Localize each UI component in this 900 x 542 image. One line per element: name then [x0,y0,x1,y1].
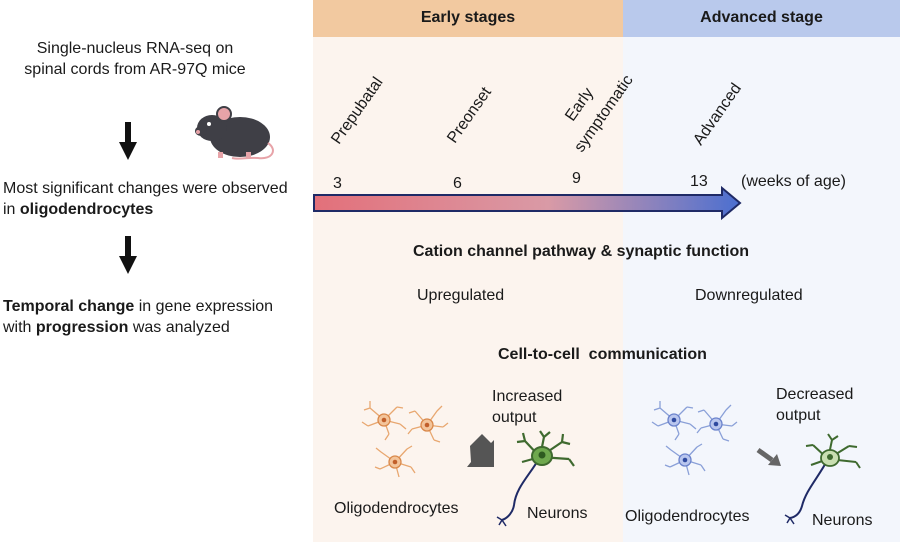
increased-label-line1: Increased [492,388,563,405]
oligodendrocyte-cluster-advanced [651,401,738,476]
decreased-output-arrow [756,447,781,466]
increased-output-arrow [467,434,494,467]
oligodendrocytes-label-early: Oligodendrocytes [334,500,459,517]
neuron-advanced [784,433,861,525]
decreased-label-line1: Decreased [776,386,854,403]
advanced-stage-header: Advanced stage [700,9,823,26]
neurons-label-advanced: Neurons [812,512,873,529]
neuron-early [496,430,575,527]
early-header-bar [313,0,623,37]
upregulated-label: Upregulated [417,287,505,304]
oligodendrocytes-label-advanced: Oligodendrocytes [625,508,750,525]
step3-bold2: progression [35,319,129,336]
early-panel [313,36,623,542]
step2-pre: Most significant changes were observed i… [3,180,288,218]
advanced-header-bar [623,0,900,37]
step3-bold1: Temporal change [3,298,135,315]
pathway-title: Cation channel pathway & synaptic functi… [413,243,750,260]
timeline-arrow [313,185,742,221]
week-13: 13 [690,173,708,190]
increased-output-label: Increased output [492,386,562,428]
week-3: 3 [333,175,342,192]
decreased-output-label: Decreased output [776,384,853,426]
step1-text: Single-nucleus RNA-seq on spinal cords f… [24,40,246,78]
early-stages-header: Early stages [420,9,516,26]
down-arrow-2 [119,236,137,274]
downregulated-label: Downregulated [695,287,803,304]
down-arrow-1 [119,122,137,160]
week-6: 6 [453,175,462,192]
communication-title: Cell-to-cell communication [498,346,707,363]
advanced-panel [623,36,900,542]
step2-text: Most significant changes were observed i… [3,178,303,220]
step3-text: Temporal change in gene expression with … [3,296,293,338]
decreased-label-line2: output [776,407,821,424]
oligodendrocyte-cluster-early [361,401,449,478]
step3-mid: in gene expression with [3,298,274,336]
weeks-unit: (weeks of age) [741,173,846,190]
week-9: 9 [572,170,581,187]
increased-label-line2: output [492,409,537,426]
step3-post: was analyzed [128,319,230,336]
neurons-label-early: Neurons [527,505,588,522]
mouse-icon [195,106,274,160]
step2-bold: oligodendrocytes [19,201,154,218]
